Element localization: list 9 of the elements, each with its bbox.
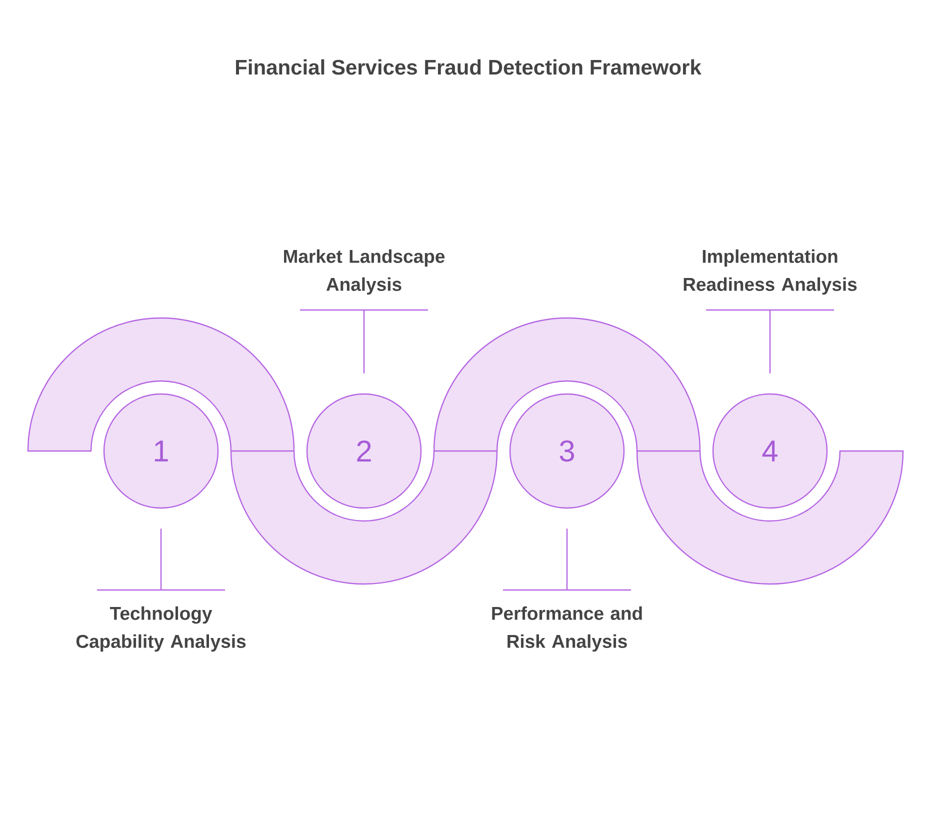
step-label: Implementation Readiness Analysis	[684, 249, 857, 295]
leader-line	[503, 528, 631, 591]
title: Financial Services Fraud Detection Framework	[236, 59, 702, 75]
leader-line	[97, 528, 225, 591]
leader-line	[300, 309, 428, 374]
leader-line	[706, 309, 834, 374]
step-label: Market Landscape Analysis	[284, 249, 445, 295]
step-label: Technology Capability Analysis	[76, 606, 246, 652]
step-label: Performance and Risk Analysis	[492, 606, 642, 652]
